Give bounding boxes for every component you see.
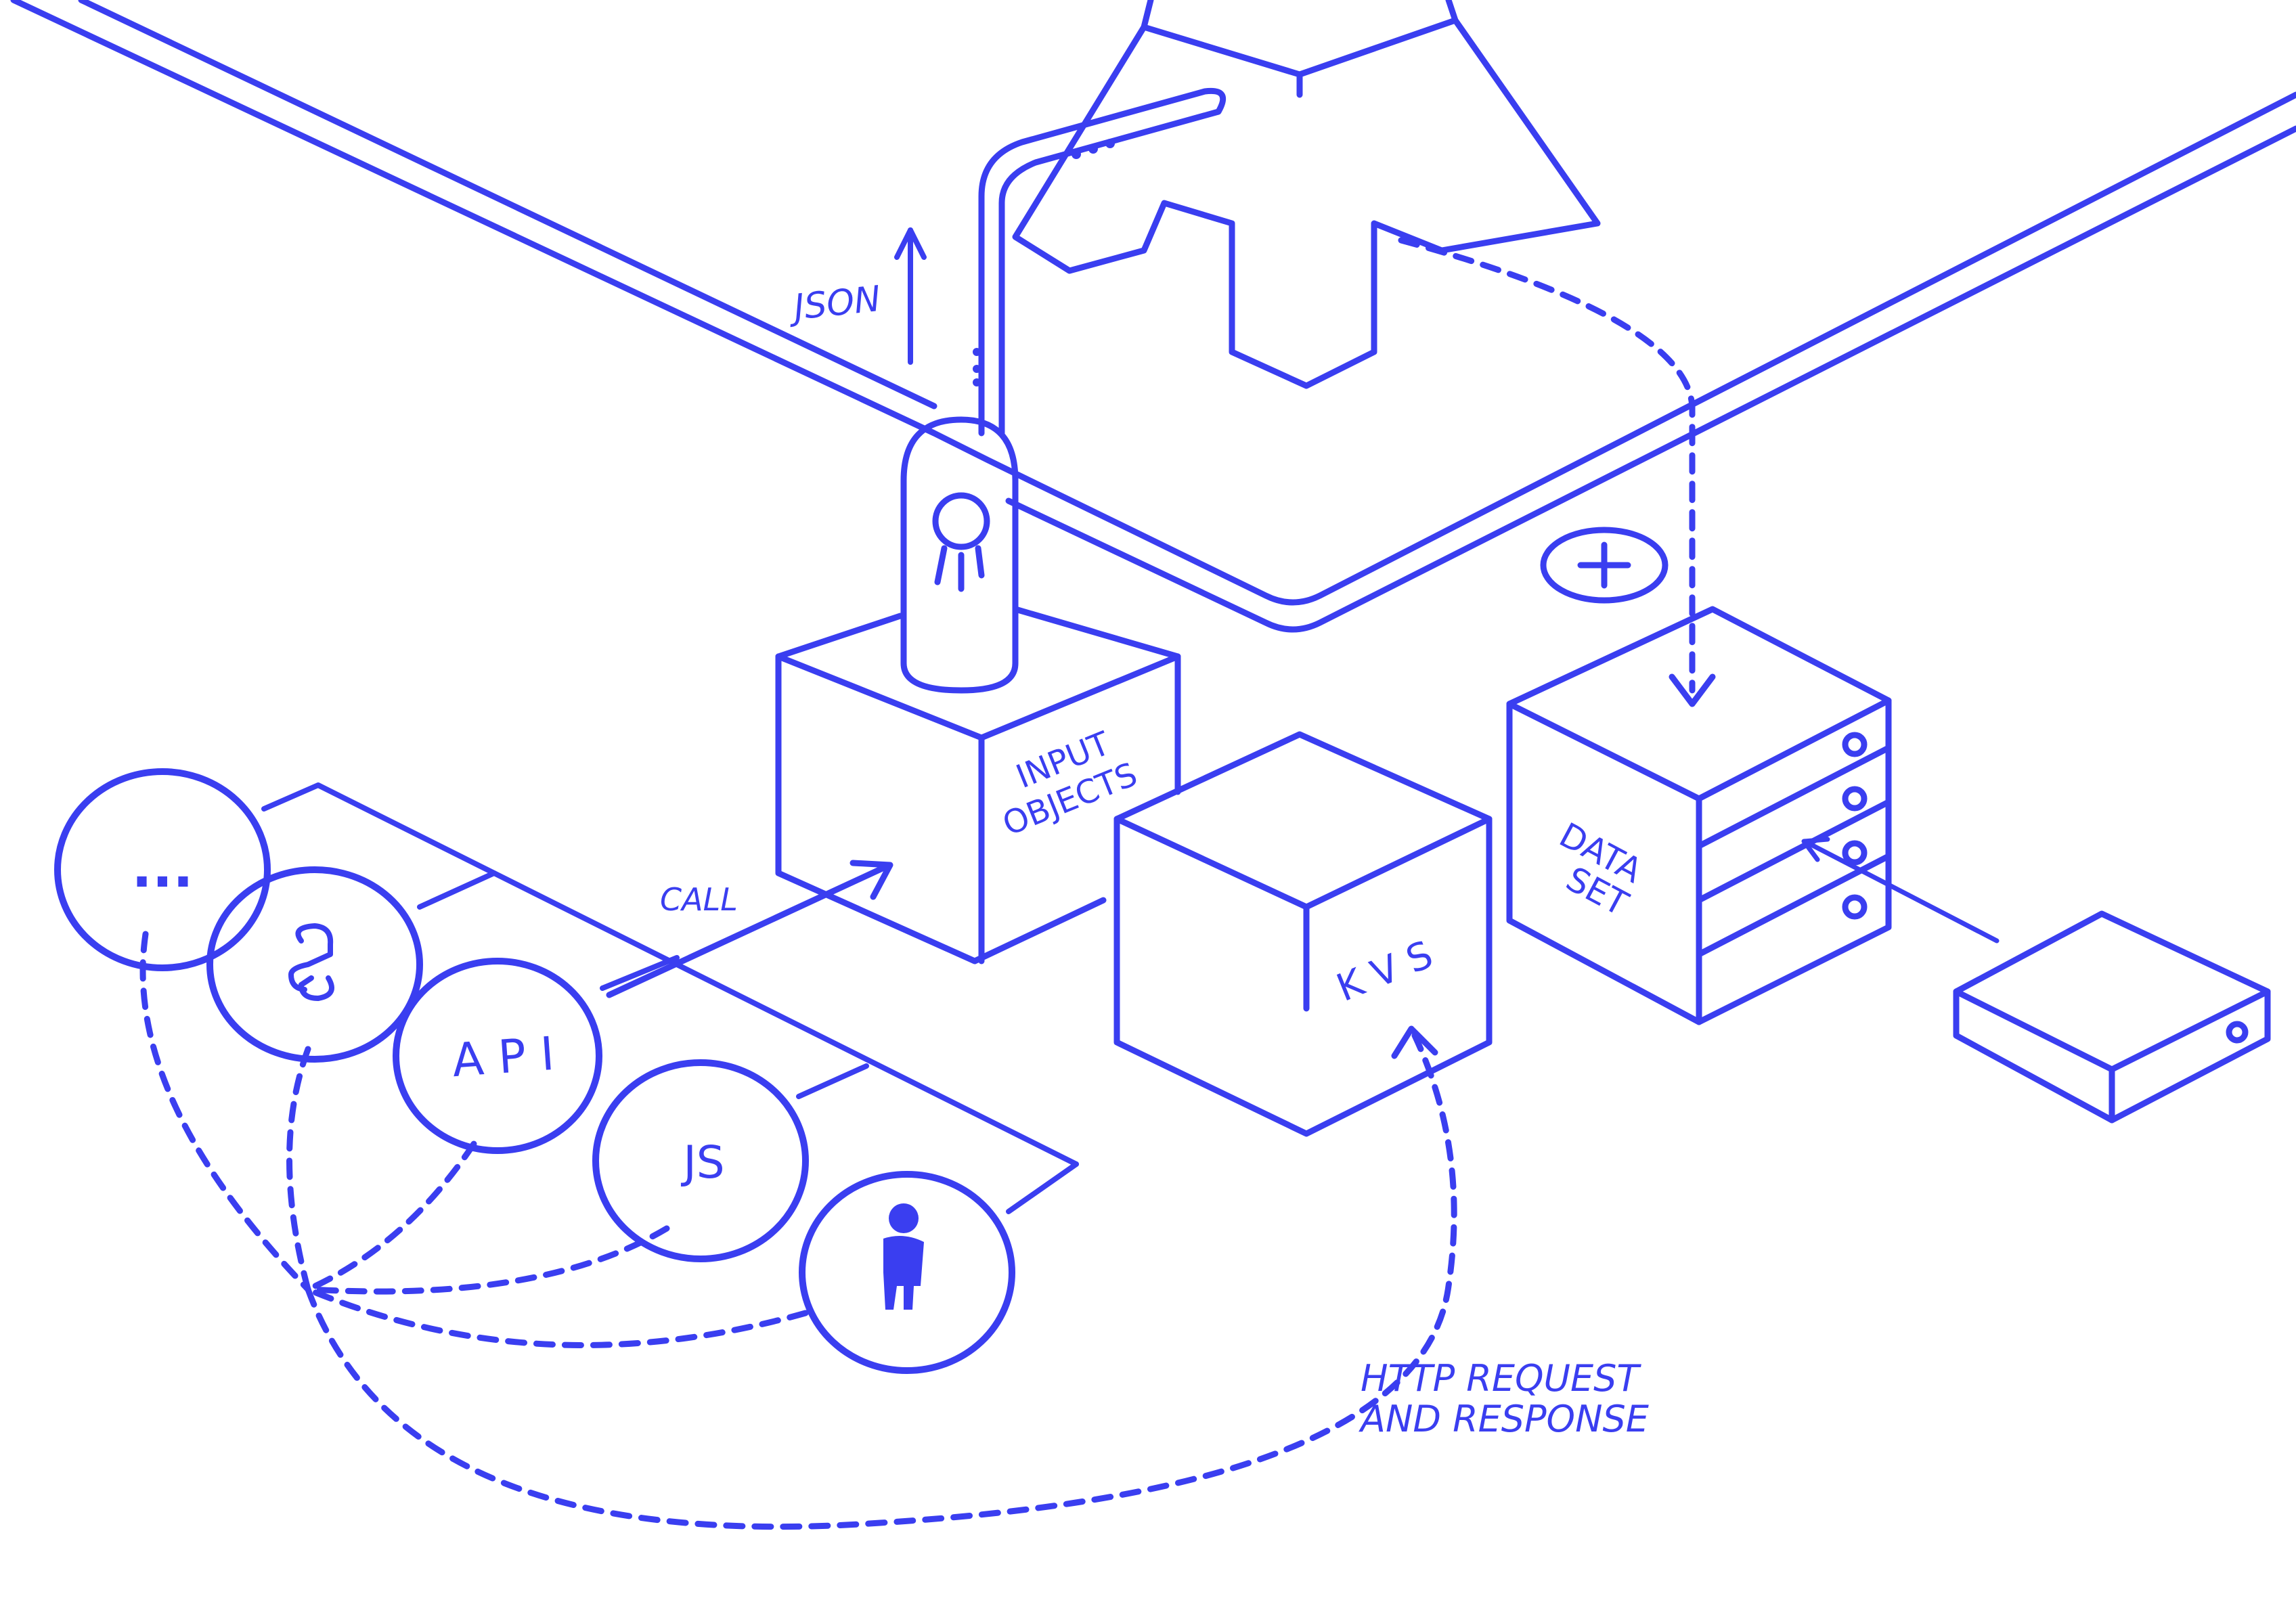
client-api [393, 958, 602, 1154]
machine-to-dataset-dashed [1398, 237, 1696, 694]
client-js [592, 1059, 809, 1262]
json-label: JSON [786, 279, 883, 329]
json-pipe [978, 87, 1227, 437]
actor-container-icon [1012, 0, 1601, 389]
python-icon [288, 923, 334, 1001]
call-arrow [606, 860, 893, 998]
input-objects-cube [775, 606, 1181, 964]
pipe-dots [973, 139, 1115, 386]
dataset-arrowhead [1669, 673, 1716, 707]
http-label-line2: AND RESPONSE [1359, 1398, 1650, 1440]
kvs-label: K V S [1331, 933, 1439, 1011]
dataset-server [1506, 606, 1892, 1025]
person-icon [883, 1203, 924, 1310]
json-arrow [894, 227, 927, 365]
drive-to-dataset-arrow [1801, 837, 2000, 944]
client-js-label: JS [680, 1136, 724, 1189]
platform [10, 0, 2296, 633]
storage-drive-icon [1953, 910, 2271, 1124]
plus-icon [1540, 527, 1669, 604]
client-more [54, 768, 271, 971]
client-python [206, 866, 423, 1063]
kvs-cube [1113, 731, 1493, 1137]
http-label-line1: HTTP REQUEST [1361, 1357, 1641, 1400]
input-capsule [900, 416, 1019, 694]
client-person [799, 1171, 1015, 1374]
client-api-label: A P I [450, 1027, 556, 1088]
client-more-label: ... [131, 837, 193, 900]
call-label: CALL [660, 881, 738, 918]
http-dashed-paths [139, 931, 1457, 1530]
kvs-arrowhead [1391, 1025, 1438, 1059]
client-rail [261, 782, 1079, 1214]
